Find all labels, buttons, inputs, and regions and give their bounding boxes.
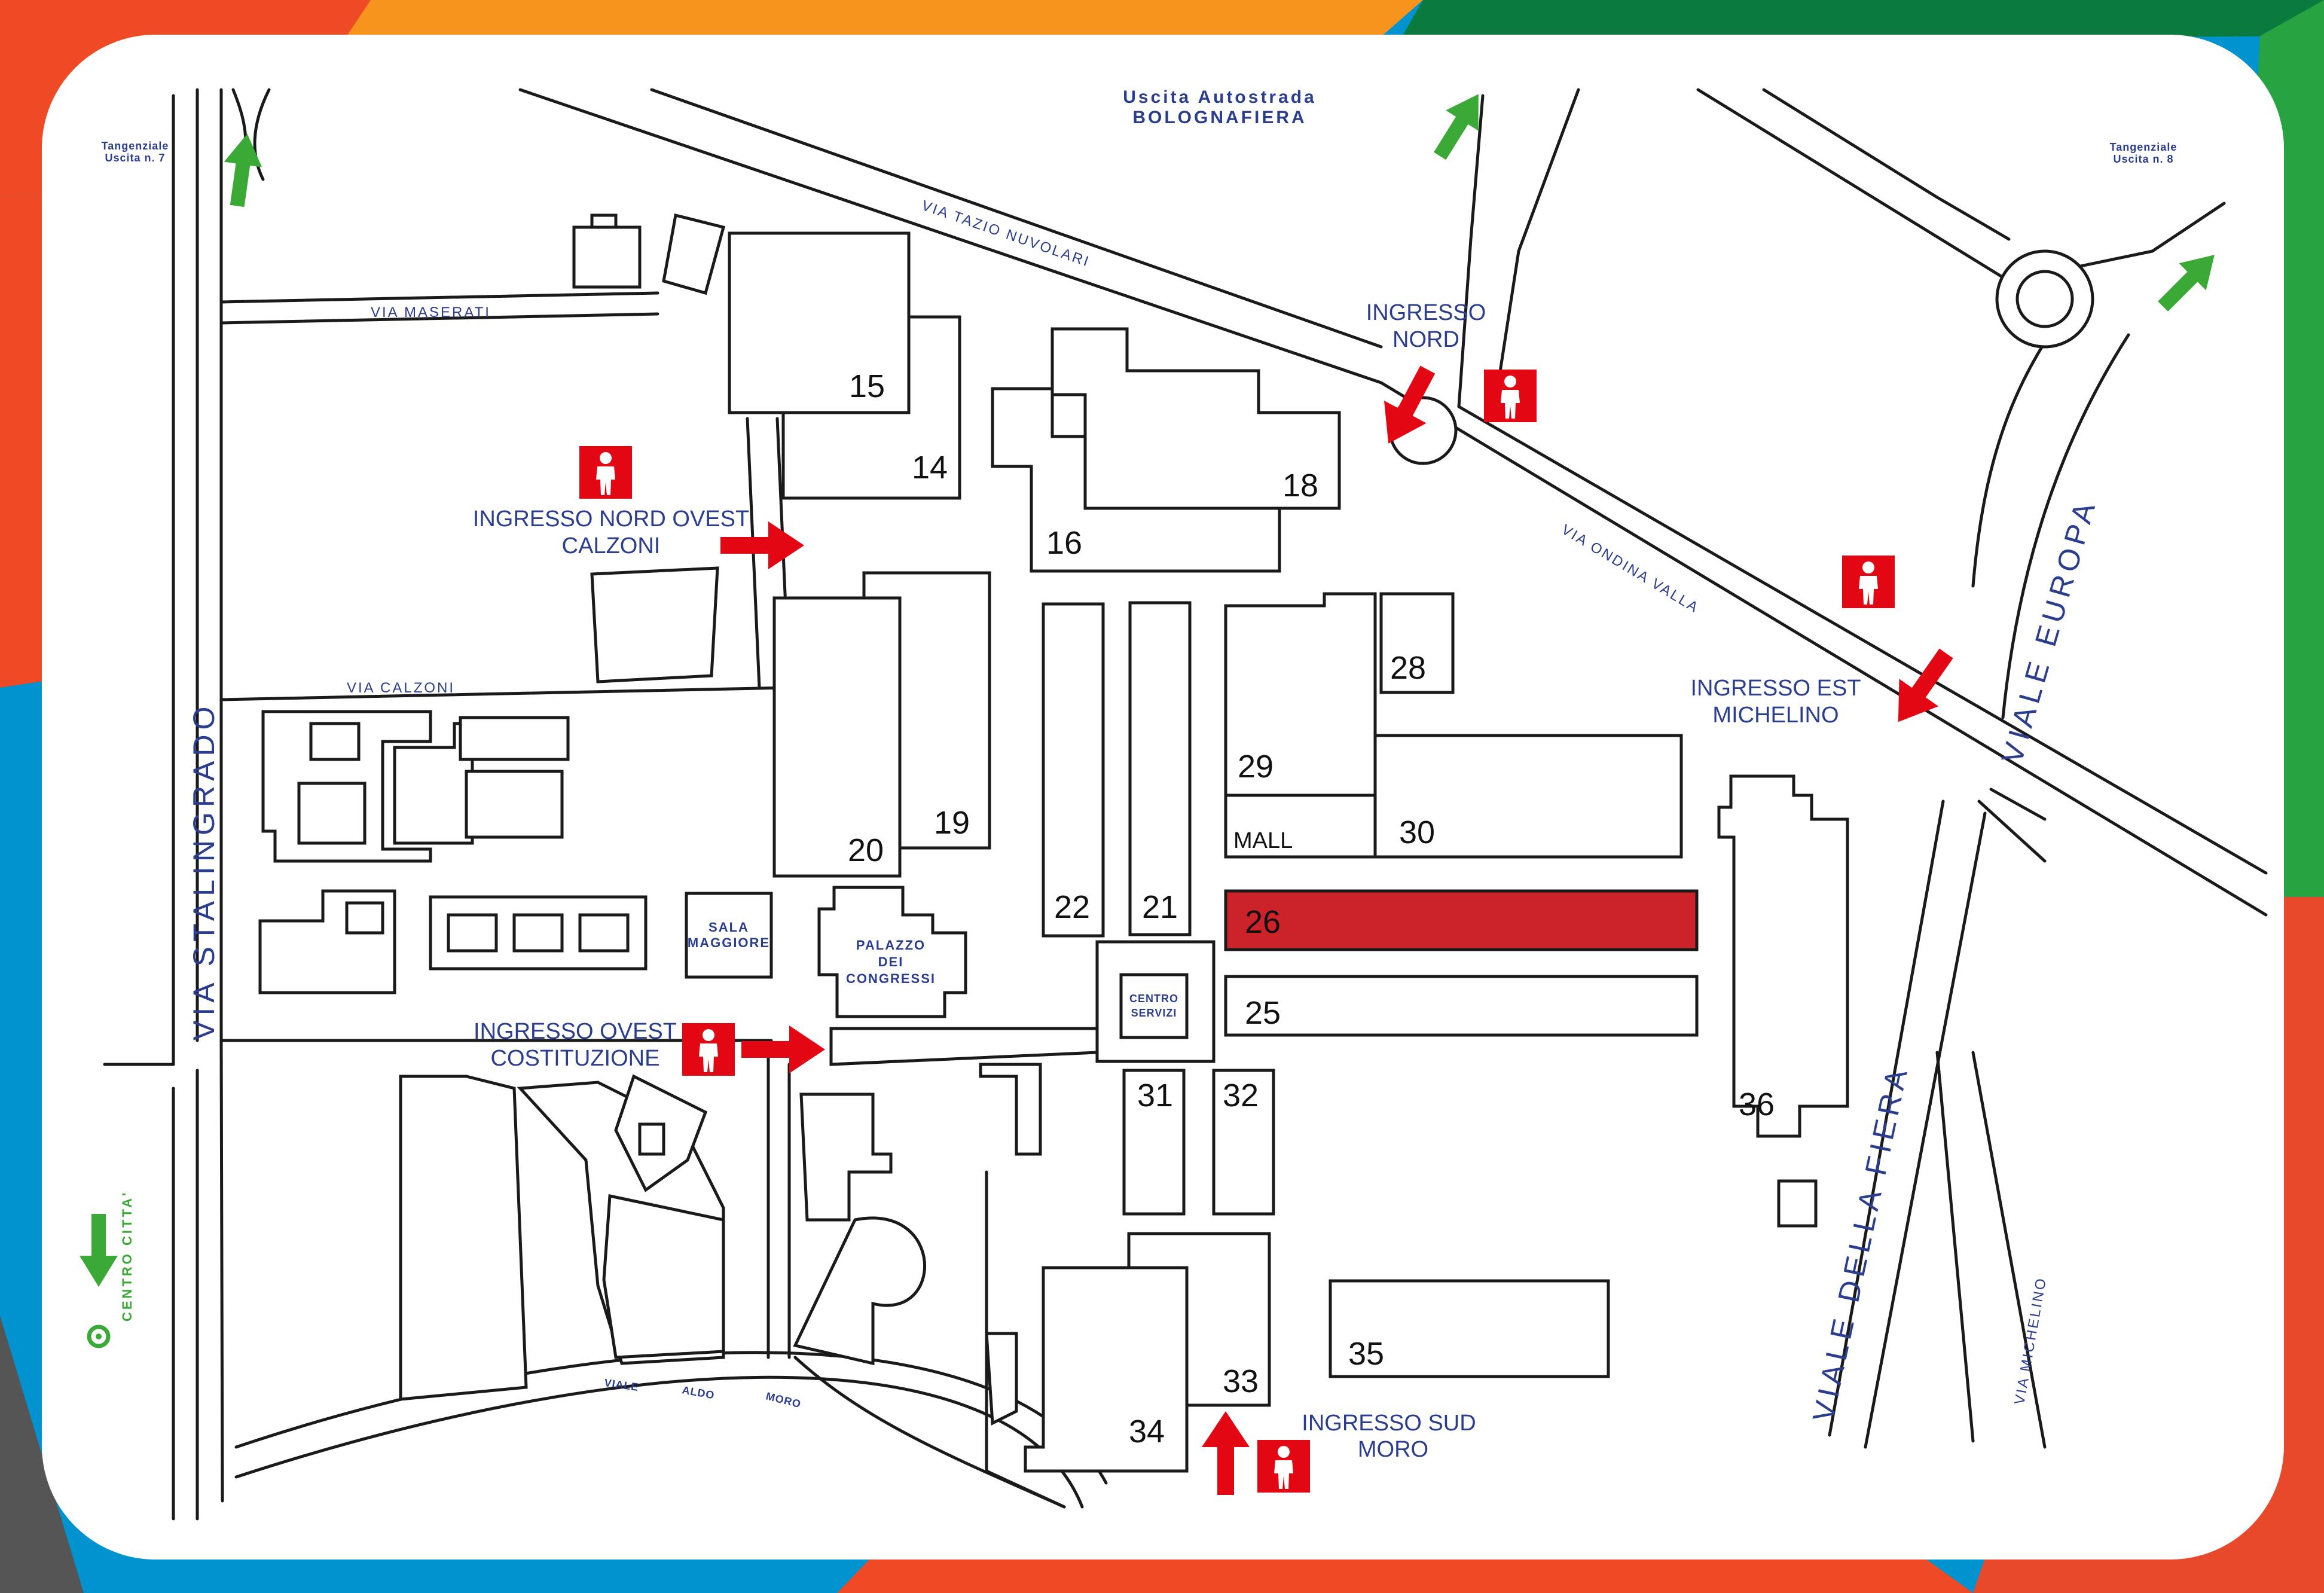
pavilion-25 (1224, 975, 1699, 1037)
pavilion-35-number: 35 (1348, 1336, 1384, 1372)
palazzo-line3: CONGRESSI (846, 971, 936, 986)
target-icon (87, 1325, 111, 1348)
centro-servizi-inner (1119, 973, 1189, 1039)
city-centre-label: CENTRO CITTA' (120, 1191, 135, 1322)
pavilion-22-number: 22 (1054, 889, 1090, 925)
pavilion-15-number: 15 (849, 368, 885, 404)
pavilion-20 (772, 596, 902, 878)
pavilion-31-number: 31 (1137, 1078, 1173, 1113)
entrance-nord[interactable]: INGRESSO NORD (1366, 300, 1537, 455)
entrance-sud-line2: MORO (1358, 1437, 1428, 1462)
pavilion-36-number: 36 (1739, 1087, 1775, 1122)
pavilion-22 (1042, 602, 1105, 938)
street-via-stalingrado: VIA STALINGRADO (187, 702, 221, 1040)
ring-road-right-exit: Uscita n. 8 (2113, 153, 2173, 165)
pavilion-28 (1379, 592, 1455, 694)
pavilion-31 (1122, 1069, 1186, 1216)
pavilion-30 (1373, 734, 1683, 859)
south-central-buildings (793, 1063, 1042, 1426)
person-icon (1257, 1440, 1310, 1493)
pavilion-mall (1224, 794, 1377, 859)
pavilion-26 (1224, 889, 1699, 951)
pavilion-18 (1050, 327, 1341, 510)
pavilion-19-number: 19 (934, 805, 970, 841)
person-icon (579, 446, 632, 499)
ring-road-left-exit: Uscita n. 7 (105, 152, 165, 164)
street-via-calzoni: VIA CALZONI (347, 680, 455, 696)
pavilion-35 (1329, 1279, 1610, 1378)
person-icon (1842, 556, 1895, 608)
entrance-est[interactable]: INGRESSO EST MICHELINO (1690, 556, 1966, 736)
pavilion-21-number: 21 (1142, 889, 1178, 925)
palazzo-line1: PALAZZO (856, 938, 926, 953)
roundabout-east-inner (2015, 270, 2074, 328)
pavilion-32-number: 32 (1223, 1078, 1259, 1113)
palazzo-congressi-building (817, 886, 967, 1018)
pavilion-16 (991, 387, 1281, 573)
pavilion-25-number: 25 (1245, 995, 1281, 1031)
pavilion-36 (1717, 774, 1849, 1138)
highway-exit-title: Uscita Autostrada (1123, 87, 1317, 107)
pavilion-16-number: 16 (1046, 525, 1082, 561)
pavilion-29-number: 29 (1238, 749, 1274, 785)
street-via-maserati: VIA MASERATI (371, 304, 491, 321)
building-complex-north-west (258, 213, 726, 994)
pavilion-14-number: 14 (912, 450, 948, 486)
ring-road-right-title: Tangenziale (2110, 141, 2178, 153)
pavilion-32 (1212, 1069, 1275, 1216)
pavilion-33-number: 33 (1223, 1363, 1259, 1399)
centro-servizi-line1: CENTRO (1129, 993, 1178, 1005)
ovest-entrance-corridor (829, 1027, 1099, 1066)
entrance-ovest-line2: COSTITUZIONE (491, 1046, 660, 1071)
entrance-ovest[interactable]: INGRESSO OVEST COSTITUZIONE (474, 1019, 825, 1076)
entrance-sud-line1: INGRESSO SUD (1302, 1411, 1476, 1436)
entrance-nord-ovest-line1: INGRESSO NORD OVEST (473, 506, 749, 532)
entrance-est-line1: INGRESSO EST (1690, 676, 1861, 701)
entrance-nord-ovest[interactable]: INGRESSO NORD OVEST CALZONI (473, 446, 804, 569)
entrance-nord-ovest-line2: CALZONI (562, 533, 661, 559)
entrance-ovest-line1: INGRESSO OVEST (474, 1019, 677, 1044)
person-icon (1484, 370, 1537, 422)
entrance-sud[interactable]: INGRESSO SUD MORO (1202, 1411, 1476, 1495)
sala-maggiore-building (685, 892, 773, 979)
sala-maggiore-line2: MAGGIORE (688, 935, 770, 950)
pavilion-30-number: 30 (1399, 814, 1435, 850)
city-centre-direction: CENTRO CITTA' (80, 1191, 135, 1348)
pavilion-20-number: 20 (848, 832, 884, 868)
palazzo-line2: DEI (878, 954, 904, 969)
person-icon (682, 1023, 735, 1076)
centro-servizi-line2: SERVIZI (1131, 1007, 1177, 1019)
south-west-park (399, 1074, 725, 1401)
small-building-east (1777, 1179, 1818, 1228)
entrance-nord-line1: INGRESSO (1366, 300, 1486, 325)
sala-maggiore-line1: SALA (709, 920, 749, 935)
pavilion-34-number: 34 (1129, 1414, 1165, 1449)
pavilion-14 (781, 315, 961, 500)
pavilion-26-number: 26 (1245, 904, 1281, 940)
mall-label: MALL (1233, 828, 1293, 853)
highway-exit-subtitle: BOLOGNAFIERA (1132, 108, 1306, 127)
pavilion-21 (1128, 601, 1192, 936)
entrance-est-line2: MICHELINO (1712, 703, 1839, 728)
pavilion-34 (1024, 1266, 1189, 1473)
entrance-nord-line2: NORD (1392, 327, 1459, 352)
pavilion-18-number: 18 (1282, 468, 1318, 503)
pavilion-28-number: 28 (1390, 650, 1426, 686)
ring-road-left-title: Tangenziale (102, 140, 169, 152)
